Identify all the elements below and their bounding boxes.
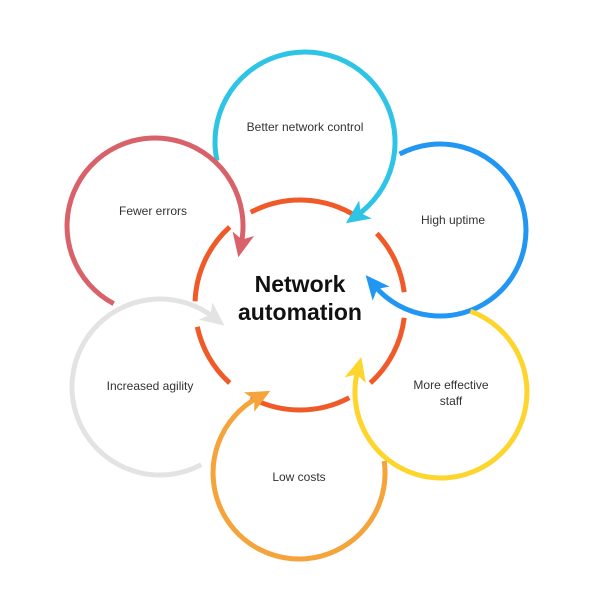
node-high-uptime [365, 141, 529, 319]
center-ring [192, 197, 407, 413]
node-label-increased-agility: Increased agility [106, 379, 194, 393]
arrow-head-icon [344, 356, 366, 384]
center-ring-segment [368, 317, 407, 385]
node-better-network-control [212, 49, 398, 224]
center-ring-segment [249, 395, 351, 413]
node-arc [64, 135, 246, 306]
node-fewer-errors [64, 135, 255, 306]
node-arc [69, 296, 216, 478]
arrow-head-icon [345, 200, 372, 224]
node-label-high-uptime: High uptime [420, 213, 486, 227]
arrow-head-icon [198, 302, 225, 326]
node-arc [372, 141, 529, 319]
node-label-fewer-errors: Fewer errors [118, 204, 187, 218]
arrow-head-icon [232, 231, 255, 258]
node-label-more-effective-staff: More effective staff [413, 378, 489, 408]
center-ring-segment [374, 231, 407, 293]
node-arc [212, 49, 398, 218]
arrow-head-icon [243, 390, 271, 412]
center-ring-segment [192, 225, 232, 302]
node-low-costs [210, 390, 388, 562]
center-ring-segment [249, 197, 359, 219]
node-arc [210, 394, 388, 562]
arrow-head-icon [365, 275, 390, 301]
node-increased-agility [69, 296, 225, 478]
node-label-better-network-control: Better network control [246, 120, 364, 134]
center-ring-segment [194, 326, 232, 385]
node-label-low-costs: Low costs [272, 470, 326, 484]
node-more-effective-staff [344, 308, 530, 481]
center-title: Network automation [238, 271, 362, 325]
node-arc [352, 308, 530, 481]
